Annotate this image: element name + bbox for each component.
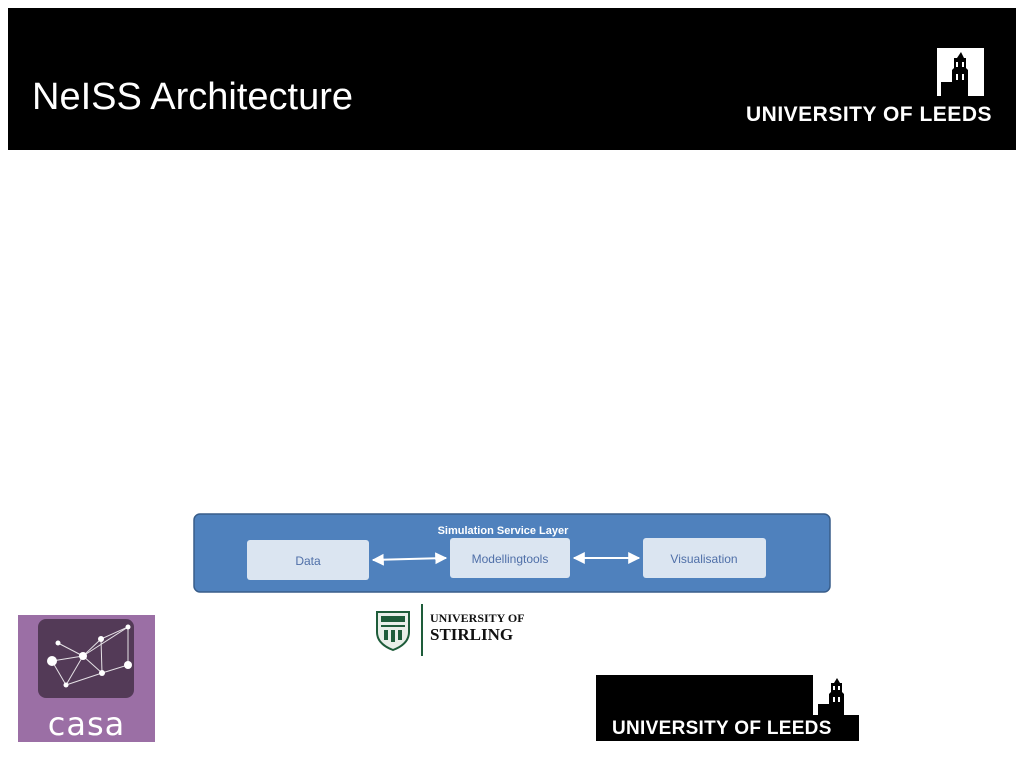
data-label: Data: [295, 554, 321, 568]
slide-title: NeISS Architecture: [32, 76, 354, 118]
leeds-footer-logo: UNIVERSITY OF LEEDS: [596, 675, 859, 741]
header-bar: [8, 8, 1016, 150]
stirling-line1: UNIVERSITY OF: [430, 611, 525, 625]
casa-wordmark: casa: [47, 705, 126, 743]
stirling-logo: UNIVERSITY OF STIRLING: [372, 602, 562, 658]
casa-logo: casa: [18, 615, 155, 743]
leeds-tower-logo: [937, 48, 984, 96]
architecture-diagram: Simulation Service Layer Data Modellingt…: [193, 513, 831, 593]
visualisation-label: Visualisation: [670, 552, 737, 566]
leeds-footer-tower-icon: [813, 675, 859, 715]
layer-label: Simulation Service Layer: [438, 525, 570, 537]
stirling-line2: STIRLING: [430, 625, 513, 644]
data-box: [247, 540, 369, 580]
modellingtools-box: [450, 538, 570, 578]
modellingtools-label: Modellingtools: [472, 552, 549, 566]
leeds-header-wordmark: UNIVERSITY OF LEEDS: [746, 103, 992, 126]
leeds-footer-wordmark: UNIVERSITY OF LEEDS: [612, 718, 832, 739]
data-modelling-arrow: [371, 552, 448, 566]
visualisation-box: [643, 538, 766, 578]
